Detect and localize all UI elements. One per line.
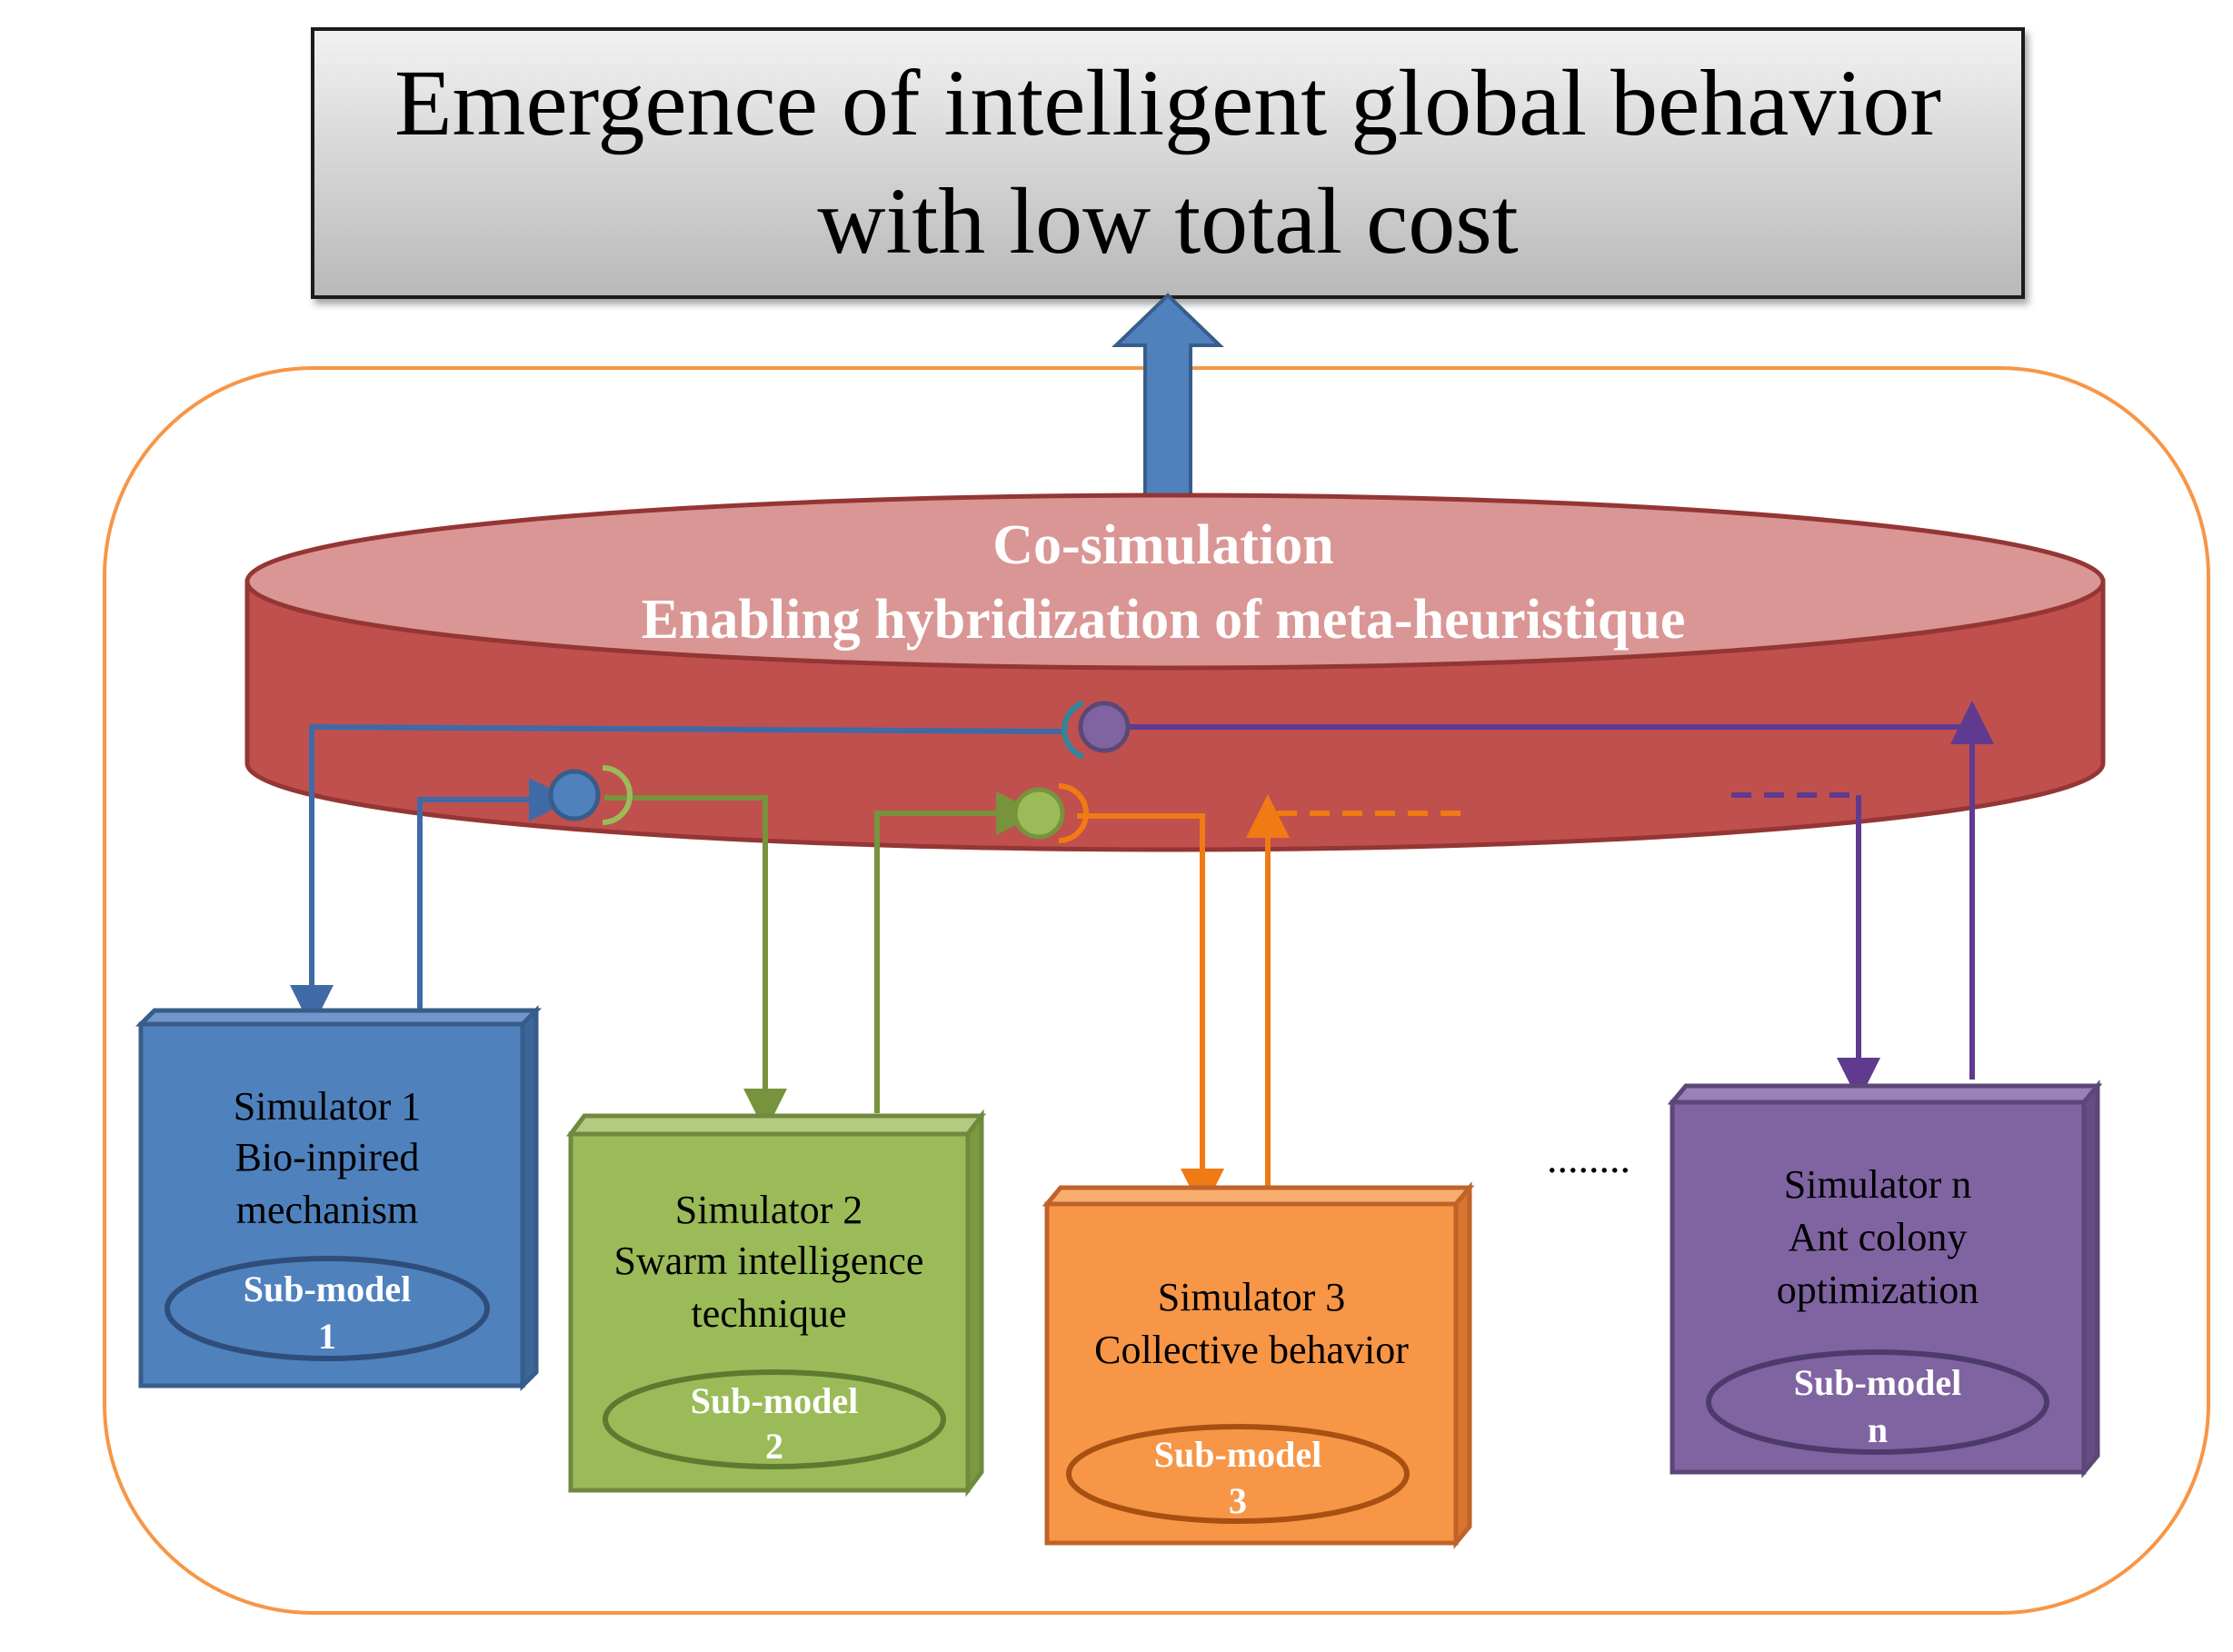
connectors <box>548 700 1131 843</box>
sub-model-1-number: 1 <box>318 1316 336 1357</box>
sub-model-2-oval <box>603 1369 946 1469</box>
simulator-2: Simulator 2 Swarm intelligence technique… <box>566 1109 986 1498</box>
connector-sim2 <box>1012 783 1089 843</box>
sub-model-1-label: Sub-model <box>244 1269 412 1309</box>
sub-model-3-label: Sub-model <box>1154 1434 1322 1475</box>
cosimulation-cylinder: Co-simulation Enabling hybridization of … <box>244 493 2106 852</box>
simulator-3-title: Simulator 3 <box>1158 1275 1346 1319</box>
simulator-1-desc-line1: Bio-inpired <box>235 1135 420 1179</box>
sub-model-3-oval <box>1066 1424 1410 1524</box>
simulator-2-title: Simulator 2 <box>675 1188 863 1232</box>
simulator-1-title: Simulator 1 <box>234 1084 422 1129</box>
wire-sim2-up <box>874 791 1040 1113</box>
wire-sim2-down <box>604 795 787 1132</box>
simulator-2-desc-line1: Swarm intelligence <box>614 1239 924 1283</box>
sub-model-n-number: n <box>1868 1409 1888 1450</box>
sub-model-n-label: Sub-model <box>1794 1362 1962 1403</box>
goal-title-line2: with low total cost <box>817 169 1518 274</box>
wire-sim1-down <box>290 723 1062 1029</box>
wires <box>290 701 1994 1212</box>
more-simulators-ellipsis: ........ <box>1547 1135 1630 1181</box>
cosimulation-subtitle: Enabling hybridization of meta-heuristiq… <box>642 589 1686 651</box>
sub-model-2-label: Sub-model <box>691 1380 859 1421</box>
simulator-n: Simulator n Ant colony optimization Sub-… <box>1667 1080 2103 1478</box>
connector-sim1 <box>548 765 633 825</box>
simulator-n-desc-line2: optimization <box>1777 1268 1979 1312</box>
wire-sim1-up <box>417 778 573 1010</box>
simulator-1: Simulator 1 Bio-inpired mechanism Sub-mo… <box>135 1004 543 1392</box>
cosimulation-title: Co-simulation <box>992 514 1333 576</box>
simulator-n-title: Simulator n <box>1784 1162 1972 1207</box>
simulator-3: Simulator 3 Collective behavior Sub-mode… <box>1042 1181 1475 1549</box>
wire-sim3-down <box>1077 813 1224 1212</box>
connector-simn <box>1062 700 1131 760</box>
sub-model-1-oval <box>164 1256 490 1361</box>
simulator-1-desc-line2: mechanism <box>236 1188 418 1232</box>
sub-model-2-number: 2 <box>765 1426 783 1467</box>
sub-model-3-number: 3 <box>1229 1480 1247 1521</box>
simulator-2-desc-line2: technique <box>691 1291 846 1336</box>
simulator-n-desc-line1: Ant colony <box>1789 1215 1968 1259</box>
sub-model-n-oval <box>1706 1349 2049 1455</box>
goal-title-line1: Emergence of intelligent global behavior <box>394 51 1941 155</box>
simulator-3-desc-line1: Collective behavior <box>1094 1328 1409 1372</box>
goal-box: Emergence of intelligent global behavior… <box>311 27 2025 299</box>
